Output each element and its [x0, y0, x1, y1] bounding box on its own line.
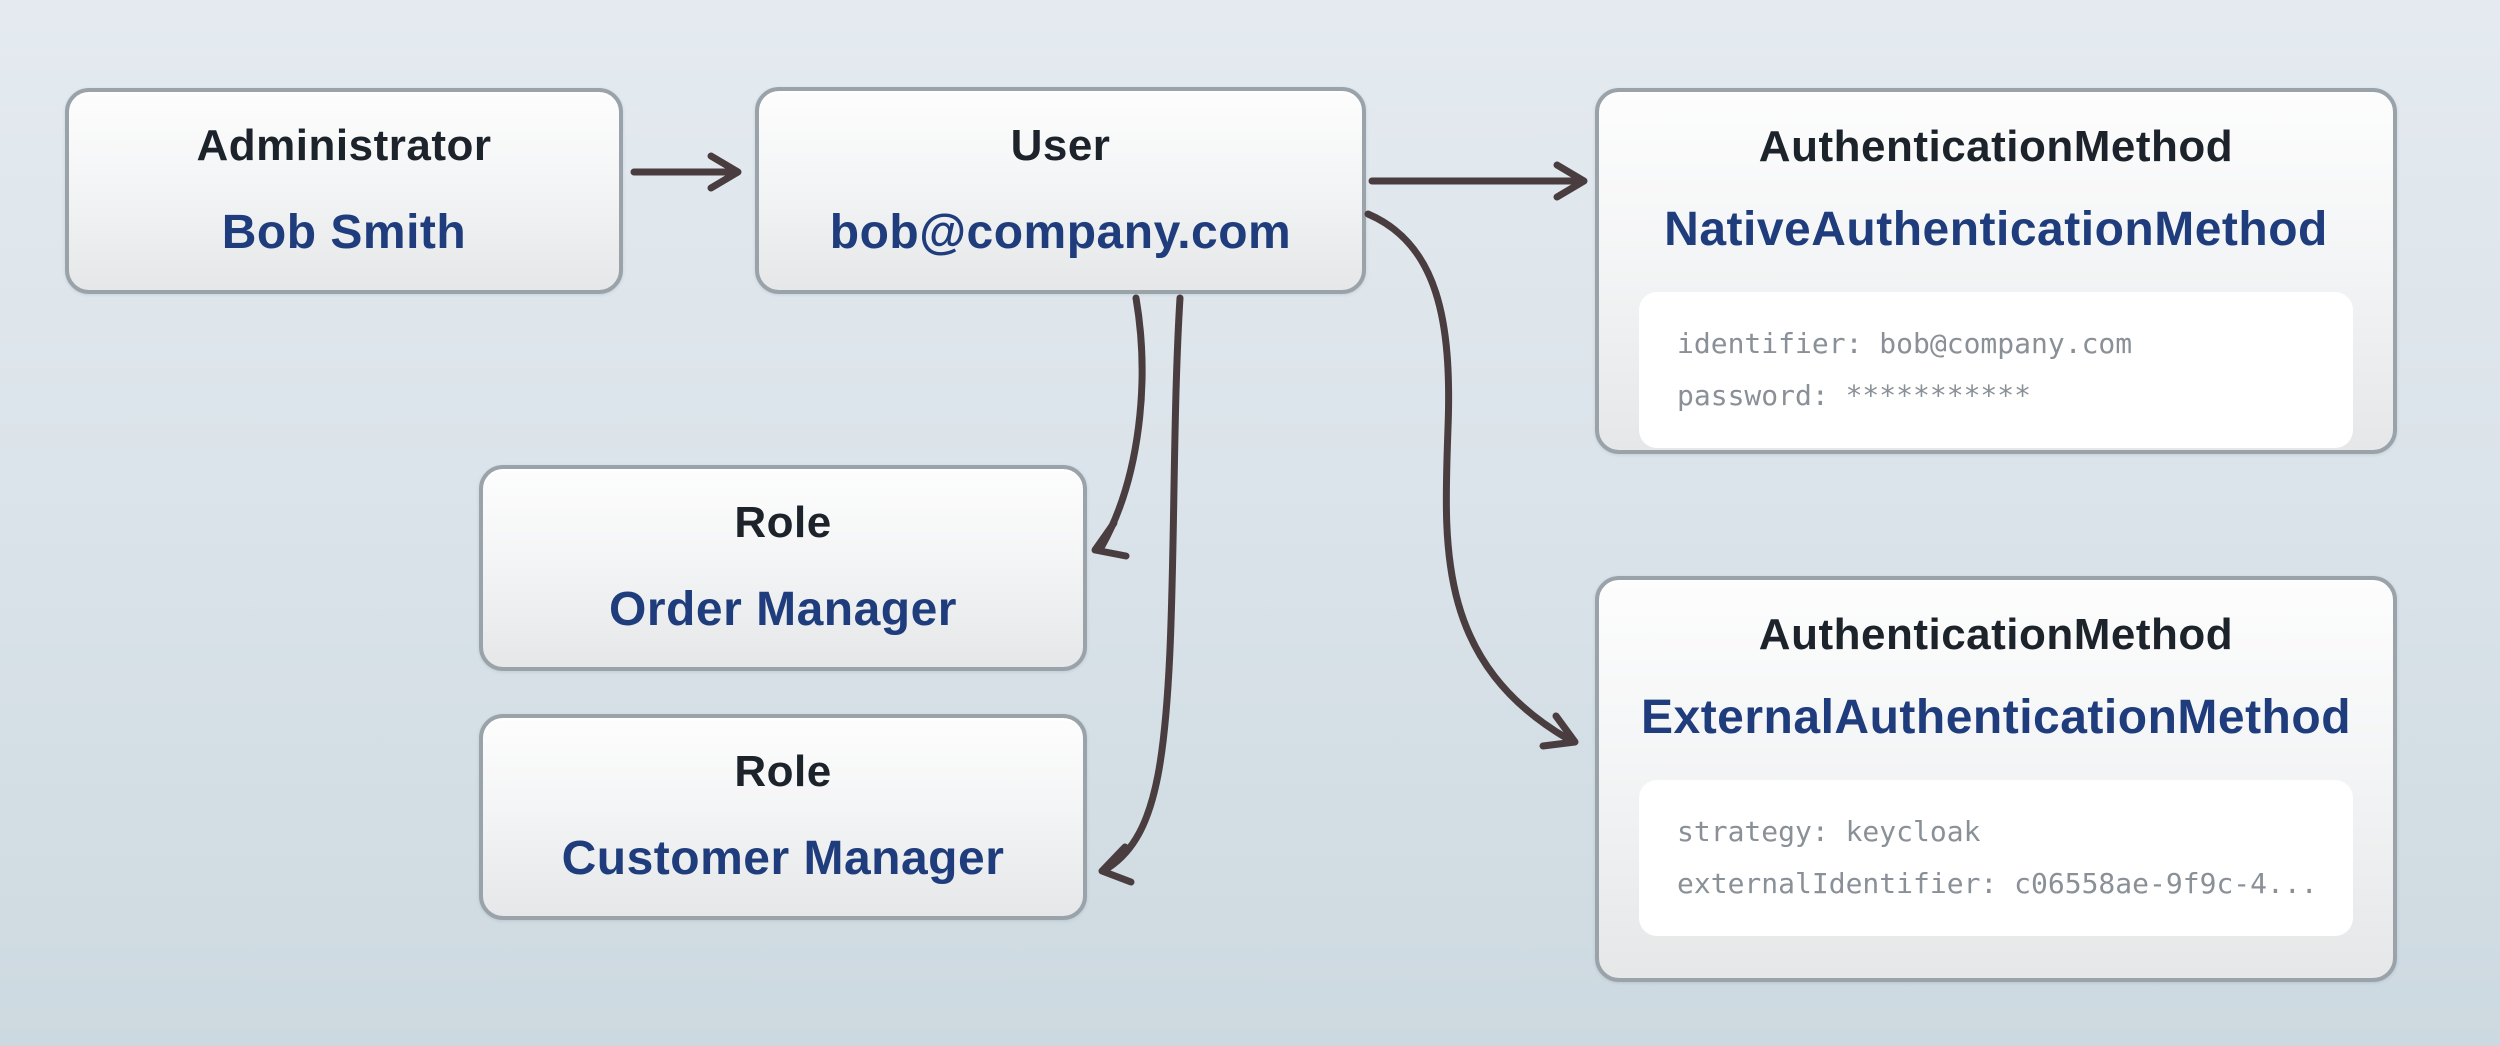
node-value: bob@company.com	[829, 205, 1292, 259]
code-panel: identifier: bob@company.com password: **…	[1639, 292, 2353, 448]
node-administrator: Administrator Bob Smith	[65, 88, 623, 294]
arrowhead-icon	[1539, 712, 1579, 750]
node-type-label: AuthenticationMethod	[1758, 122, 2234, 171]
edge-user-to-external-auth	[1364, 210, 1579, 750]
node-value: ExternalAuthenticationMethod	[1640, 691, 2352, 744]
arrowhead-icon	[1553, 161, 1588, 201]
node-role-order-manager: Role Order Manager	[479, 465, 1087, 671]
code-panel: strategy: keycloak externalIdentifier: c…	[1639, 780, 2353, 936]
node-value: NativeAuthenticationMethod	[1664, 203, 2328, 256]
code-line-identifier: identifier: bob@company.com	[1677, 327, 2133, 360]
code-line-external-identifier: externalIdentifier: c06558ae-9f9c-4...	[1677, 867, 2318, 900]
node-value: Order Manager	[609, 583, 957, 636]
node-role-customer-manager: Role Customer Manager	[479, 714, 1087, 920]
edge-line	[1364, 210, 1572, 743]
arrowhead-icon	[707, 152, 742, 192]
node-user: User bob@company.com	[755, 87, 1366, 294]
edge-user-to-role-order-manager	[1091, 294, 1146, 560]
edge-line	[1104, 294, 1184, 872]
node-native-authentication-method: AuthenticationMethod NativeAuthenticatio…	[1595, 88, 2397, 454]
node-value: Bob Smith	[221, 206, 467, 259]
node-type-label: User	[1010, 120, 1111, 170]
arrowhead-icon	[1098, 843, 1135, 886]
node-value: Customer Manager	[561, 832, 1005, 885]
edge-user-to-native-auth	[1368, 161, 1588, 201]
node-type-label: Administrator	[196, 121, 492, 170]
code-line-strategy: strategy: keycloak	[1677, 815, 1981, 848]
node-type-label: Role	[734, 498, 832, 547]
arrowhead-icon	[1091, 519, 1130, 560]
edge-administrator-to-user	[630, 152, 742, 192]
node-type-label: AuthenticationMethod	[1758, 610, 2234, 659]
node-type-label: Role	[734, 747, 832, 796]
node-external-authentication-method: AuthenticationMethod ExternalAuthenticat…	[1595, 576, 2397, 982]
edge-user-to-role-customer-manager	[1098, 294, 1184, 886]
edge-line	[1098, 294, 1146, 550]
code-line-password: password: ***********	[1677, 379, 2032, 412]
